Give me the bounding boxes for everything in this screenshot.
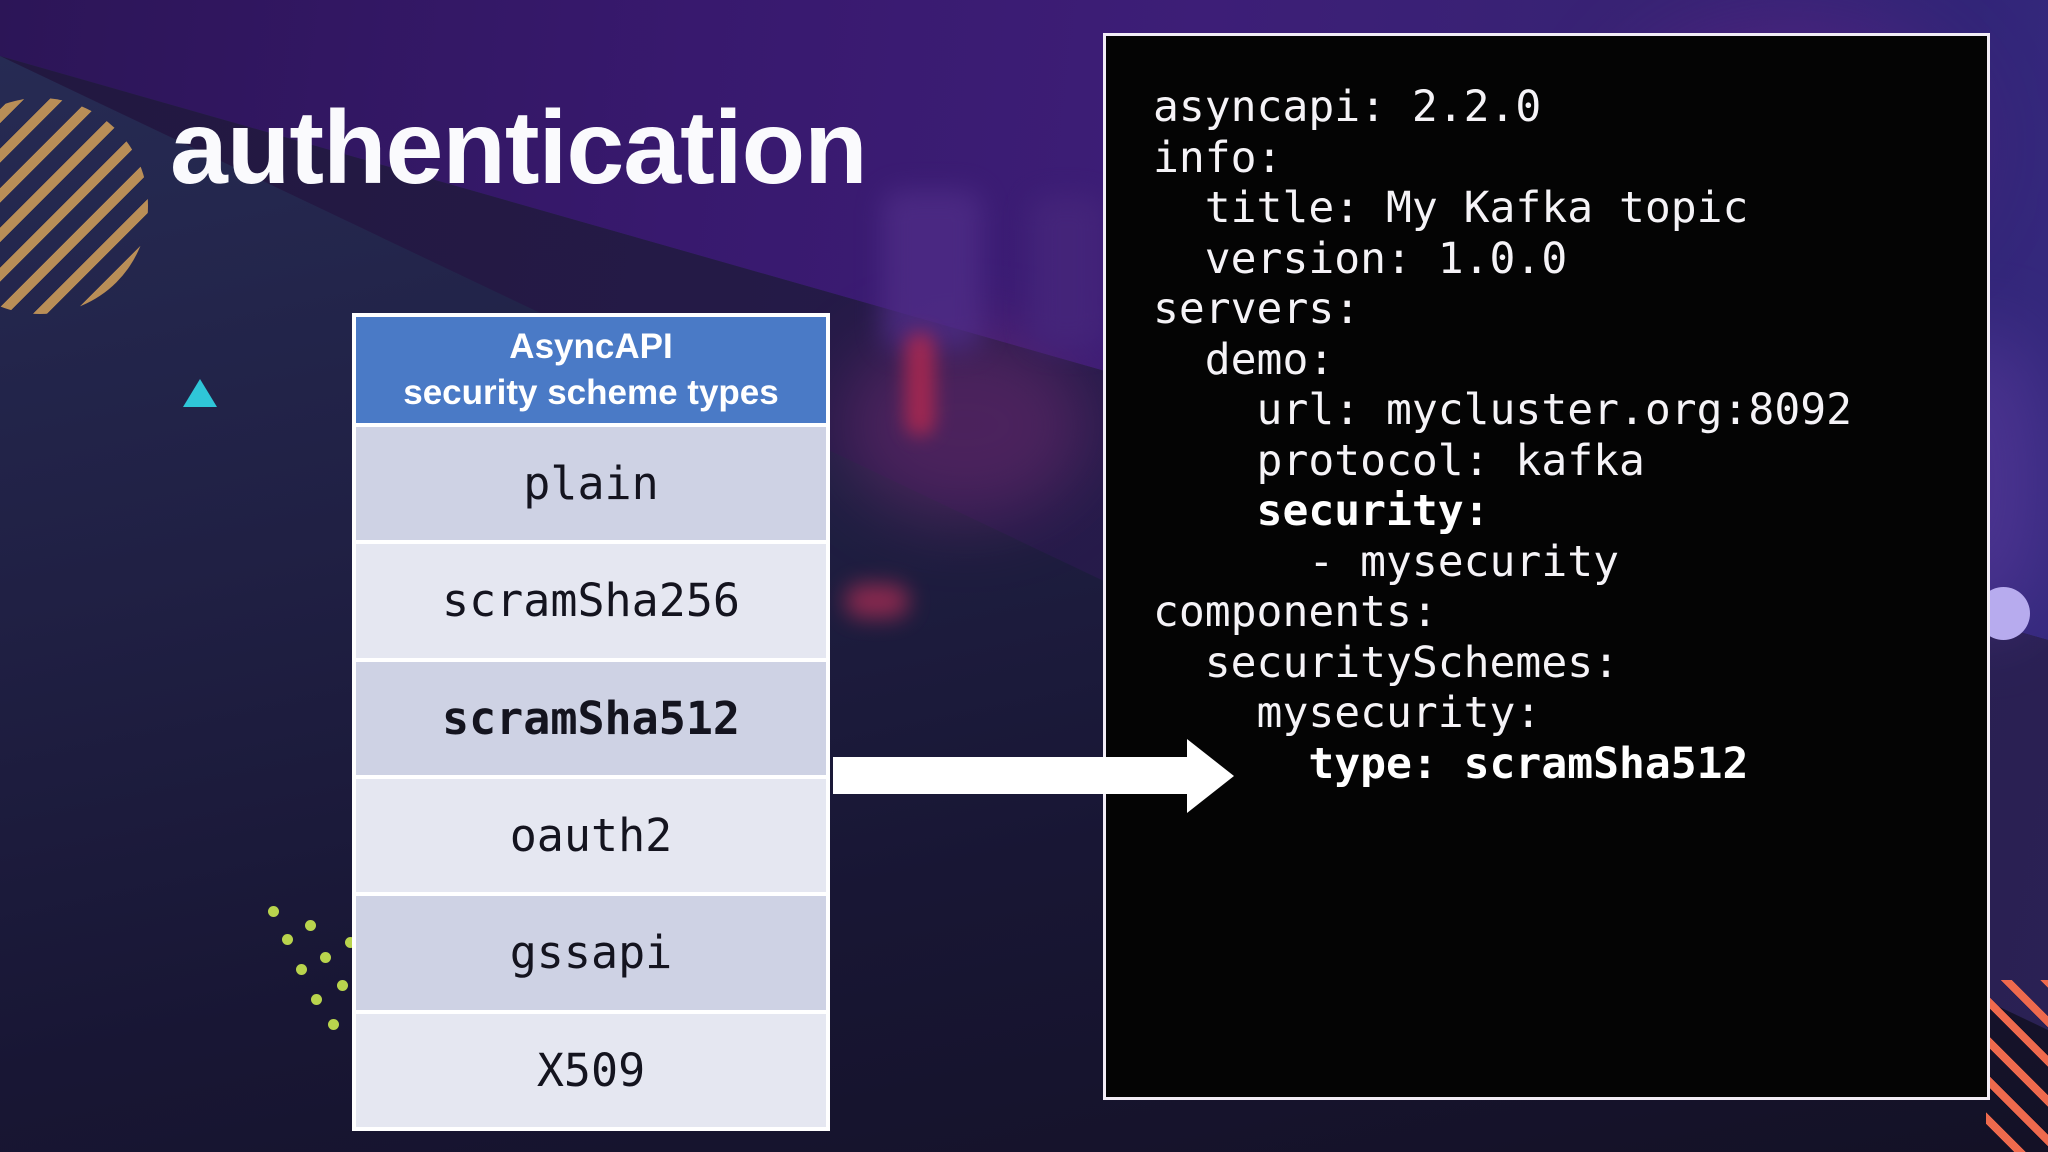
gold-striped-circle: [0, 98, 148, 314]
lime-dot: [320, 952, 331, 963]
code-line: asyncapi: 2.2.0: [1153, 82, 1542, 132]
mapping-arrow-shaft: [833, 757, 1189, 794]
code-line: info:: [1153, 132, 1283, 183]
code-line: type: scramSha512: [1153, 738, 1749, 789]
scheme-row: plain: [356, 427, 826, 541]
code-line: protocol: kafka: [1153, 435, 1645, 486]
code-line: components:: [1153, 587, 1438, 637]
security-scheme-table: AsyncAPI security scheme types plain scr…: [352, 313, 830, 1131]
scheme-row-label: scramSha512: [441, 691, 740, 745]
photo-doorway: [1030, 196, 1104, 348]
table-header-line1: AsyncAPI: [509, 326, 673, 366]
scheme-row-label: gssapi: [509, 926, 673, 980]
table-header: AsyncAPI security scheme types: [356, 317, 826, 423]
photo-red-light: [845, 584, 909, 618]
lime-dot: [328, 1019, 339, 1030]
lime-dot: [337, 980, 348, 991]
code-line: - mysecurity: [1153, 536, 1619, 587]
arrow-right-icon: [1187, 739, 1234, 813]
code-line: url: mycluster.org:8092: [1153, 385, 1852, 435]
scheme-row: oauth2: [356, 778, 826, 893]
code-line: mysecurity:: [1153, 688, 1542, 738]
coral-striped-corner: [1986, 980, 2048, 1152]
lime-dot: [345, 937, 356, 948]
code-line: servers:: [1153, 284, 1361, 334]
photo-doorway: [882, 190, 982, 350]
photo-red-light: [905, 332, 935, 436]
lime-dot: [268, 906, 279, 917]
lime-dot: [296, 964, 307, 975]
slide-title: authentication: [170, 90, 868, 206]
scheme-row: scramSha256: [356, 544, 826, 658]
scheme-row: gssapi: [356, 896, 826, 1010]
lime-dot: [305, 920, 316, 931]
lime-dot: [311, 994, 322, 1005]
code-line: demo:: [1153, 334, 1335, 385]
code-line: title: My Kafka topic: [1153, 183, 1749, 233]
table-header-line2: security scheme types: [403, 373, 779, 412]
teal-triangle: [183, 379, 217, 407]
scheme-row: X509: [356, 1013, 826, 1127]
scheme-row: scramSha512: [356, 661, 826, 775]
lime-dot: [282, 934, 293, 945]
scheme-row-label: oauth2: [509, 809, 673, 863]
stage-light-glow: [840, 330, 1090, 520]
code-line: security:: [1153, 486, 1490, 536]
scheme-row-label: X509: [536, 1043, 646, 1097]
scheme-row-label: scramSha256: [441, 574, 740, 628]
code-line: version: 1.0.0: [1153, 233, 1568, 284]
scheme-row-label: plain: [523, 457, 659, 511]
code-line: securitySchemes:: [1153, 637, 1619, 688]
